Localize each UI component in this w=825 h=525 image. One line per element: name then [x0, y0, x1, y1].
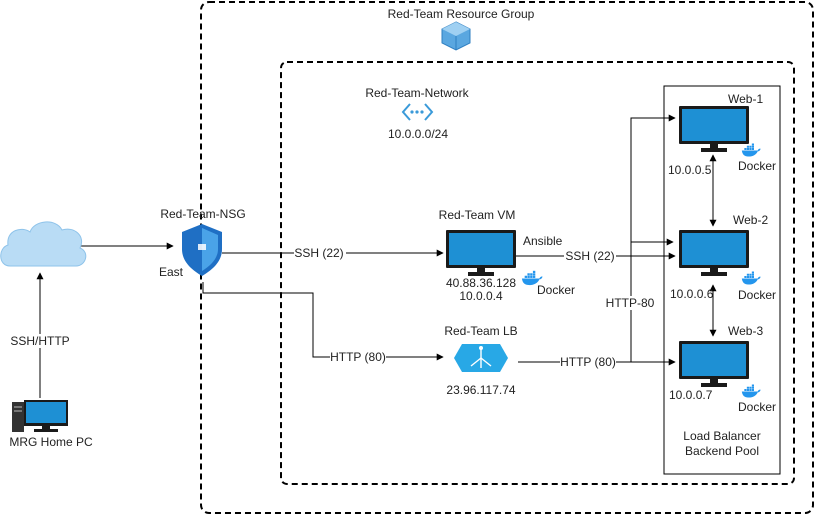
web3-docker-label: Docker — [738, 400, 776, 414]
vm-private-ip: 10.0.0.4 — [459, 289, 503, 303]
link-label-http-vertical: HTTP-80 — [606, 296, 655, 310]
web3-ip: 10.0.0.7 — [669, 388, 713, 402]
web1-docker-label: Docker — [738, 159, 776, 173]
backend-pool-boundary — [663, 85, 781, 475]
nsg-shield-icon — [182, 224, 222, 276]
web3-title: Web-3 — [728, 324, 763, 338]
vm-docker-label: Docker — [537, 283, 575, 297]
home-pc-icon — [12, 400, 68, 432]
web1-title: Web-1 — [728, 92, 763, 106]
network-label: Red-Team-Network — [365, 86, 469, 100]
link-label-nsg-vm: SSH (22) — [294, 246, 343, 260]
vm-title: Red-Team VM — [439, 208, 516, 222]
web2-ip: 10.0.0.6 — [670, 287, 714, 301]
nsg-region: East — [159, 265, 184, 279]
network-dots — [410, 110, 424, 114]
home-pc-label: MRG Home PC — [9, 435, 93, 449]
network-boundary — [280, 61, 795, 485]
web2-monitor-icon — [679, 230, 749, 276]
vm-monitor-icon — [446, 230, 516, 276]
load-balancer-icon — [454, 344, 508, 372]
web2-docker-icon — [741, 271, 761, 285]
vm-public-ip: 40.88.36.128 — [446, 276, 516, 290]
link-label-nsg-lb: HTTP (80) — [330, 350, 386, 364]
lb-ip: 23.96.117.74 — [446, 383, 516, 397]
network-cidr: 10.0.0.0/24 — [388, 127, 448, 141]
nsg-label: Red-Team-NSG — [160, 207, 245, 221]
web1-docker-icon — [741, 143, 761, 157]
lb-title: Red-Team LB — [444, 324, 517, 338]
web3-monitor-icon — [679, 341, 749, 387]
web1-monitor-icon — [679, 106, 749, 152]
backend-pool-label-line1: Load Balancer — [683, 429, 760, 443]
vm-ansible-label: Ansible — [523, 234, 563, 248]
link-label-home-cloud: SSH/HTTP — [10, 334, 69, 348]
resource-group-label: Red-Team Resource Group — [388, 7, 535, 21]
web3-docker-icon — [741, 384, 761, 398]
web2-docker-label: Docker — [738, 288, 776, 302]
virtual-network-icon — [401, 103, 434, 121]
internet-cloud-icon — [0, 221, 87, 267]
web2-title: Web-2 — [733, 213, 768, 227]
link-label-vm-web: SSH (22) — [565, 249, 614, 263]
link-label-lb-web: HTTP (80) — [560, 355, 616, 369]
web1-ip: 10.0.0.5 — [668, 163, 712, 177]
backend-pool-label-line2: Backend Pool — [685, 444, 759, 458]
resource-group-icon — [441, 21, 471, 51]
